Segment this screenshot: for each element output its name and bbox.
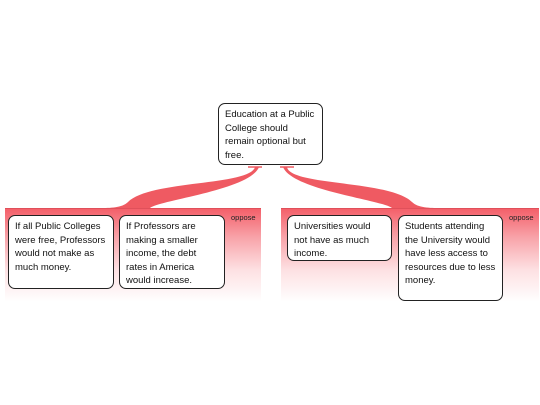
node-university-income[interactable]: Universities would not have as much inco… <box>287 215 392 261</box>
node-text: If all Public Colleges were free, Profes… <box>15 221 106 273</box>
node-student-resources[interactable]: Students attending the University would … <box>398 215 503 301</box>
node-debt-rates[interactable]: If Professors are making a smaller incom… <box>119 215 225 289</box>
node-text: Students attending the University would … <box>405 221 496 286</box>
root-node[interactable]: Education at a Public College should rem… <box>218 103 323 165</box>
connector-left <box>100 167 259 208</box>
oppose-label-right: oppose <box>509 213 534 222</box>
node-text: If Professors are making a smaller incom… <box>126 221 198 286</box>
connector-right <box>283 167 440 208</box>
node-professors-income[interactable]: If all Public Colleges were free, Profes… <box>8 215 114 289</box>
node-text: Universities would not have as much inco… <box>294 221 371 259</box>
oppose-label-left: oppose <box>231 213 256 222</box>
root-node-text: Education at a Public College should rem… <box>225 109 315 161</box>
